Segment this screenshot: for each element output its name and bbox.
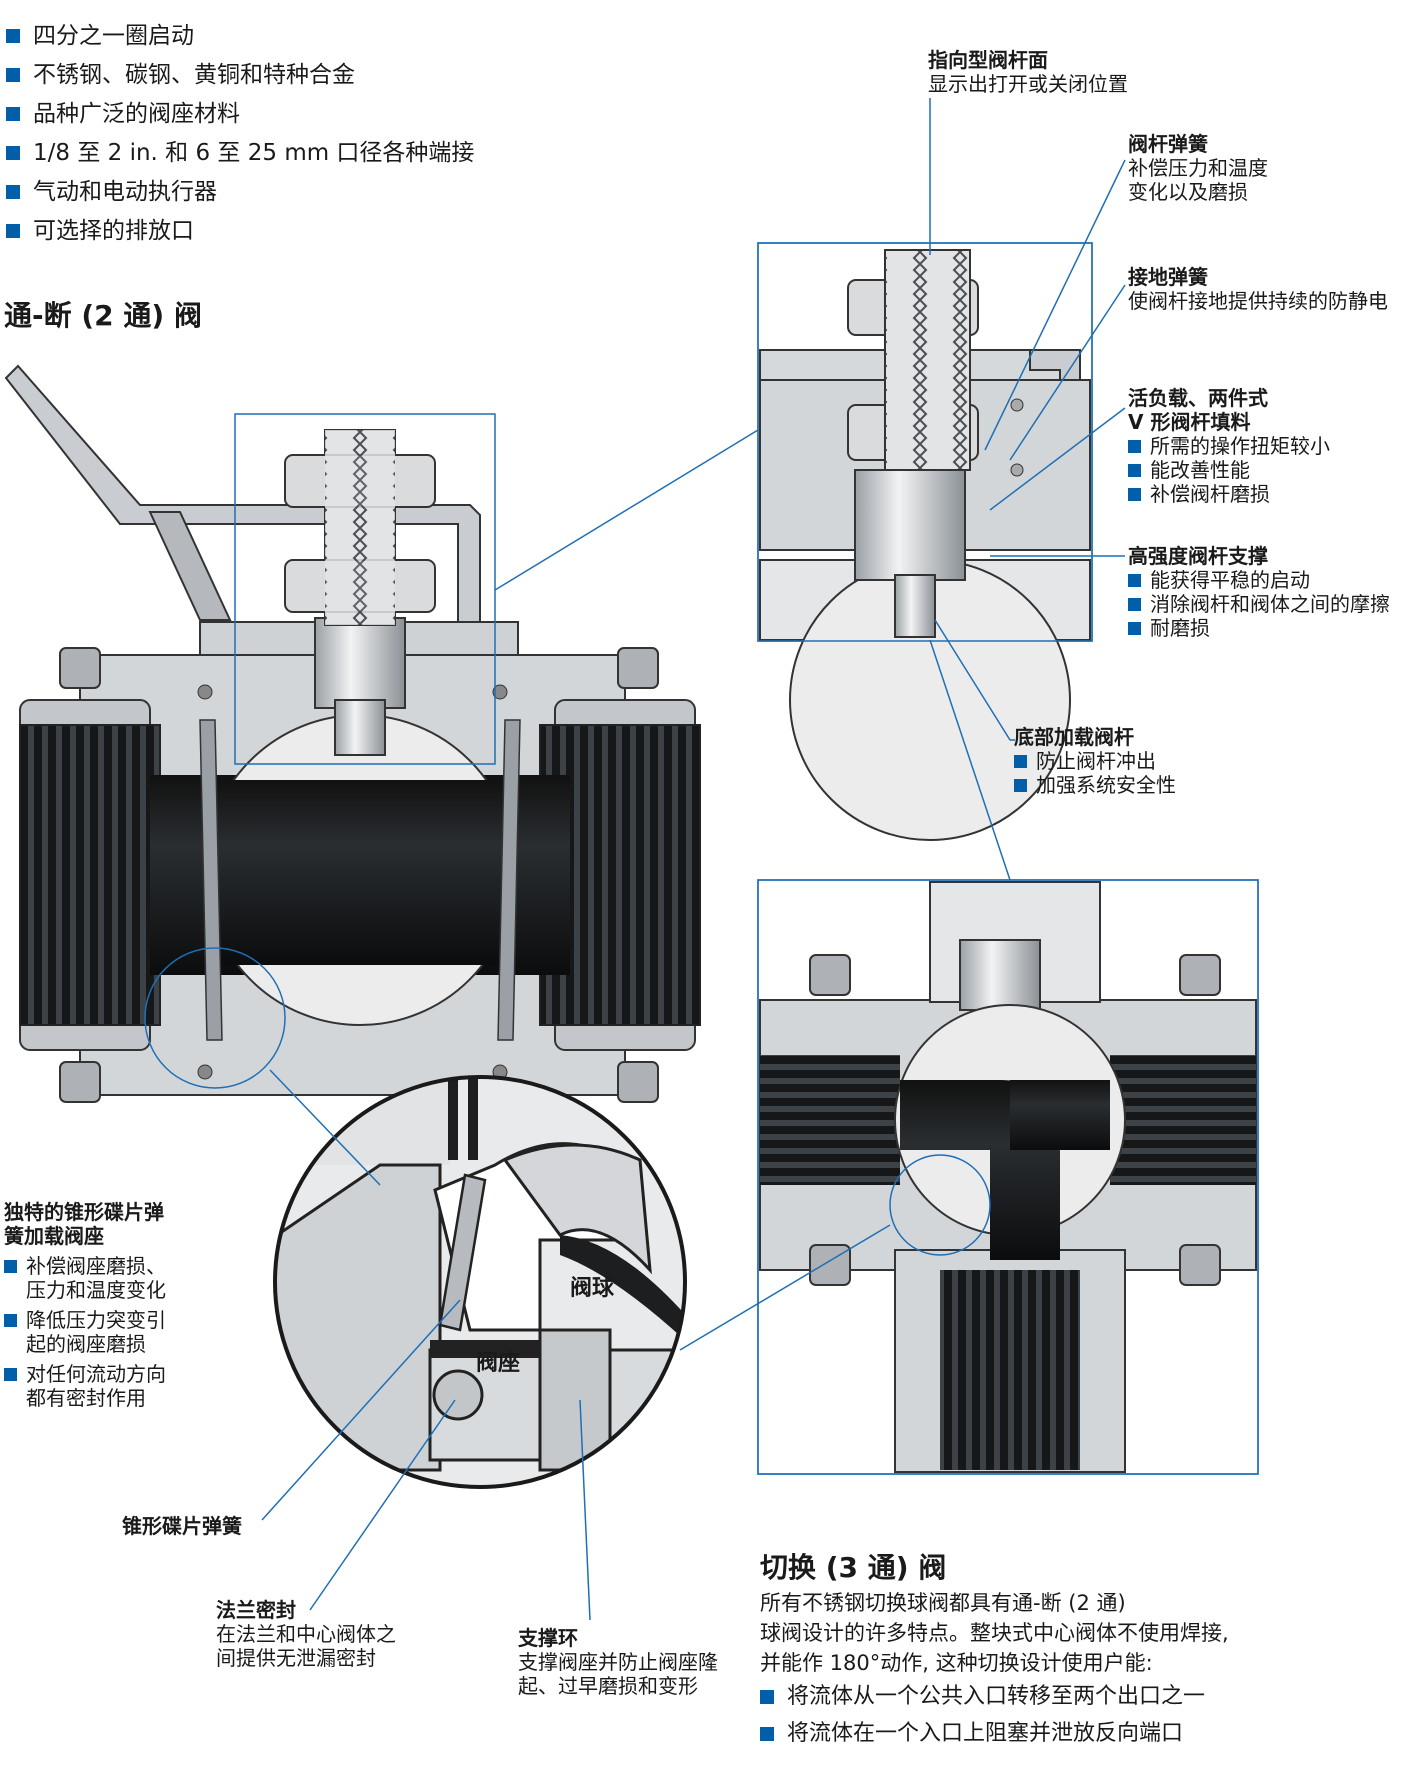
bullet-square-icon xyxy=(6,67,20,82)
three-way-bullet: 将流体从一个公共入口转移至两个出口之一 xyxy=(760,1678,1229,1715)
callout-seat: 独特的锥形碟片弹 簧加载阀座 补偿阀座磨损、 压力和温度变化 降低压力突变引 起… xyxy=(4,1200,166,1410)
three-way-valve-view xyxy=(757,879,1259,1475)
bullet-square-icon xyxy=(4,1313,17,1327)
feature-item: 不锈钢、碳钢、黄铜和特种合金 xyxy=(6,55,474,94)
zoom-label-ball: 阀球 xyxy=(570,1276,615,1301)
callout-ground-spring: 接地弹簧 使阀杆接地提供持续的防静电 xyxy=(1128,265,1388,313)
feature-item: 1/8 至 2 in. 和 6 至 25 mm 口径各种端接 xyxy=(6,133,474,172)
callout-disc-spring: 锥形碟片弹簧 xyxy=(122,1514,242,1538)
bullet-square-icon xyxy=(4,1259,17,1273)
packing-bullet: 所需的操作扭矩较小 xyxy=(1128,434,1330,458)
bullet-square-icon xyxy=(6,28,20,43)
seat-bullet: 对任何流动方向 xyxy=(4,1362,166,1386)
three-way-description: 所有不锈钢切换球阀都具有通-断 (2 通) 球阀设计的许多特点。整块式中心阀体不… xyxy=(760,1588,1229,1752)
three-way-bullet: 将流体在一个入口上阻塞并泄放反向端口 xyxy=(760,1715,1229,1752)
bullet-square-icon xyxy=(1014,754,1027,768)
zoom-label-seat: 阀座 xyxy=(476,1350,520,1376)
feature-item: 品种广泛的阀座材料 xyxy=(6,94,474,133)
packing-bullet: 补偿阀杆磨损 xyxy=(1128,482,1330,506)
support-bullet: 耐磨损 xyxy=(1128,616,1390,640)
two-way-valve-body xyxy=(4,364,701,1103)
bullet-square-icon xyxy=(1128,621,1141,635)
bullet-square-icon xyxy=(6,184,20,199)
stem-detail-view xyxy=(757,242,1093,841)
feature-item: 气动和电动执行器 xyxy=(6,172,474,211)
support-bullet: 能获得平稳的启动 xyxy=(1128,568,1390,592)
bullet-square-icon xyxy=(6,223,20,238)
bullet-square-icon xyxy=(1128,463,1141,477)
callout-bottom-stem: 底部加载阀杆 防止阀杆冲出 加强系统安全性 xyxy=(1014,725,1176,797)
three-way-valve-title: 切换 (3 通) 阀 xyxy=(760,1551,947,1584)
feature-item: 四分之一圈启动 xyxy=(6,16,474,55)
feature-item: 可选择的排放口 xyxy=(6,211,474,250)
leader-lines xyxy=(261,98,1126,1621)
support-bullet: 消除阀杆和阀体之间的摩擦 xyxy=(1128,592,1390,616)
feature-list: 四分之一圈启动 不锈钢、碳钢、黄铜和特种合金 品种广泛的阀座材料 1/8 至 2… xyxy=(6,16,474,250)
bullet-square-icon xyxy=(1128,439,1141,453)
seat-bullet: 降低压力突变引 xyxy=(4,1308,166,1332)
callout-stem-face: 指向型阀杆面 显示出打开或关闭位置 xyxy=(928,48,1128,96)
bullet-square-icon xyxy=(1128,573,1141,587)
bullet-square-icon xyxy=(4,1367,17,1381)
bullet-square-icon xyxy=(1128,487,1141,501)
seat-bullet: 补偿阀座磨损、 xyxy=(4,1254,166,1278)
bullet-square-icon xyxy=(760,1689,774,1704)
seat-zoom-view: 阀球 阀座 xyxy=(273,1075,687,1489)
bullet-square-icon xyxy=(760,1726,774,1741)
callout-stem-support: 高强度阀杆支撑 能获得平稳的启动 消除阀杆和阀体之间的摩擦 耐磨损 xyxy=(1128,544,1390,640)
bullet-square-icon xyxy=(1128,597,1141,611)
callout-support-ring: 支撑环 支撑阀座并防止阀座隆 起、过早磨损和变形 xyxy=(518,1626,718,1698)
bottom-stem-bullet: 防止阀杆冲出 xyxy=(1014,749,1176,773)
bottom-stem-bullet: 加强系统安全性 xyxy=(1014,773,1176,797)
packing-bullet: 能改善性能 xyxy=(1128,458,1330,482)
two-way-valve-title: 通-断 (2 通) 阀 xyxy=(4,299,202,332)
bullet-square-icon xyxy=(6,106,20,121)
callout-stem-spring: 阀杆弹簧 补偿压力和温度 变化以及磨损 xyxy=(1128,132,1268,204)
callout-packing: 活负载、两件式 V 形阀杆填料 所需的操作扭矩较小 能改善性能 补偿阀杆磨损 xyxy=(1128,386,1330,506)
callout-flange-seal: 法兰密封 在法兰和中心阀体之 间提供无泄漏密封 xyxy=(216,1598,396,1670)
bullet-square-icon xyxy=(6,145,20,160)
bullet-square-icon xyxy=(1014,778,1027,792)
